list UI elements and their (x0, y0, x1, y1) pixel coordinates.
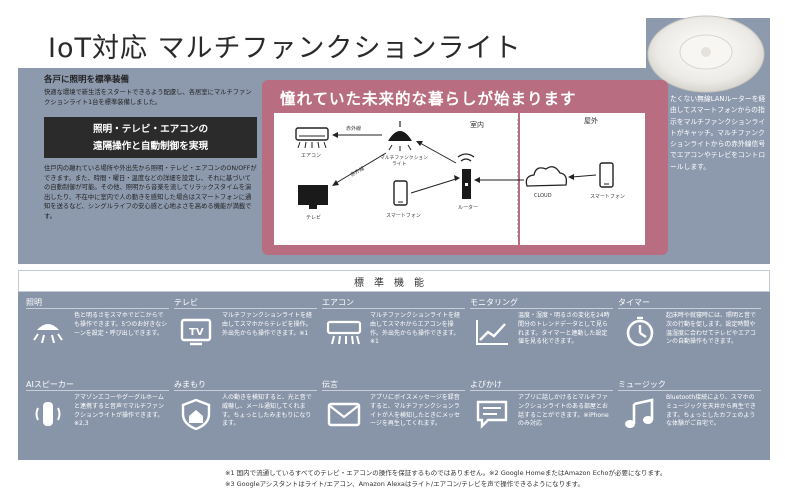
chat-bubble-icon (474, 398, 510, 430)
feature-description: マルチファンクションライトを経由してスマホからテレビを操作。外出先からも操作でき… (222, 312, 313, 337)
right-description: たくない無線LANルーターを経由してスマートフォンからの指示をマルチファンクショ… (670, 95, 766, 171)
detail-text: 住戸内の離れている場所や外出先から照明・テレビ・エアコンのON/OFFができます… (44, 165, 257, 220)
feature-divider (26, 308, 169, 309)
feature-divider (174, 390, 317, 391)
ceiling-light-icon (30, 316, 66, 348)
feature-cell: エアコンマルチファンクションライトを経由してスマホからエアコンを操作。外出先から… (322, 294, 465, 370)
light-label-1: マルチファンクション (380, 155, 428, 161)
router-icon (457, 153, 475, 199)
ceiling-lamp-image (647, 15, 765, 93)
tv-icon: TV (178, 316, 214, 348)
feature-label: みまもり (174, 380, 206, 389)
svg-text:TV: TV (189, 327, 204, 338)
feature-description: アプリにボイスメッセージを録音すると、マルチファンクションライトが人を検知したと… (370, 394, 461, 428)
feature-description: 人の動きを検知すると、光と音で威嚇し、メール通知してくれます。ちょっとしたみまも… (222, 394, 312, 428)
feature-description: Bluetooth接続により、スマホのミュージックを天井から再生できます。ちょっ… (666, 394, 756, 428)
feature-cell: 伝言アプリにボイスメッセージを録音すると、マルチファンクションライトが人を検知し… (322, 376, 465, 452)
tv-icon (298, 185, 328, 209)
intro-text: 快適な環境で新生活をスタートできるよう配慮し、各居室にマルチファンクションライト… (44, 89, 252, 106)
feature-divider (618, 390, 761, 391)
standard-features-label: 標準機能 (354, 278, 434, 289)
smartphone-outdoor-icon (599, 162, 614, 188)
feature-cell: AIスピーカーアマゾンエコーやグーグルホームと連携すると音声でマルチファンクショ… (26, 376, 169, 452)
feature-description: アプリに話しかけるとマルチファンクションライトのある部屋とお話することができます… (518, 394, 609, 428)
outdoor-label: 屋外 (584, 116, 598, 125)
aircon-label: エアコン (301, 153, 321, 159)
feature-cell: みまもり人の動きを検知すると、光と音で威嚇し、メール通知してくれます。ちょっとし… (174, 376, 317, 452)
feature-banner-line2: 遠隔操作と自動制御を実現 (92, 141, 209, 152)
feature-label: 伝言 (322, 380, 338, 389)
connection-diagram: 室内 屋外 エアコン テレビ (274, 113, 645, 245)
footnote-1: ※1 国内で流通しているすべてのテレビ・エアコンの操作を保証するものではありませ… (225, 469, 667, 477)
tv-label: テレビ (306, 214, 321, 221)
feature-label: ミュージック (618, 380, 666, 389)
feature-divider (470, 390, 613, 391)
feature-label: よびかけ (470, 380, 502, 389)
feature-description: 温度・湿度・明るさの変化を24時間分のトレンドデータとして見られます。タイマーと… (518, 312, 610, 346)
feature-label: タイマー (618, 298, 650, 307)
feature-cell: タイマー起床時や就寝時には、照明と音で次の行動を促します。設定時間や温湿度に合わ… (618, 294, 761, 370)
feature-description: マルチファンクションライトを経由してスマホからエアコンを操作。外出先からも操作で… (370, 312, 461, 346)
timer-icon (622, 316, 658, 348)
light-label-2: ライト (392, 161, 407, 167)
smart-speaker-icon (30, 398, 66, 430)
feature-description: 起床時や就寝時には、照明と音で次の行動を促します。設定時間や温湿度に合わせてテレ… (666, 312, 757, 346)
air-conditioner-icon (326, 316, 362, 348)
title-bar: IoT対応 マルチファンクションライト (18, 18, 646, 68)
message-icon (326, 398, 362, 430)
shield-home-icon (178, 398, 214, 431)
feature-description: アマゾンエコーやグーグルホームと連携すると音声でマルチファンクションライトが操作… (74, 394, 165, 428)
smartphone-indoor-label: スマートフォン (386, 213, 421, 219)
feature-divider (174, 308, 317, 309)
future-life-panel: 憧れていた未来的な暮らしが始まります 室内 屋外 エアコン (262, 80, 668, 255)
smartphone-outdoor-label: スマートフォン (590, 194, 625, 200)
indoor-label: 室内 (470, 120, 484, 129)
future-life-title: 憧れていた未来的な暮らしが始まります (280, 90, 577, 108)
top-panel: IoT対応 マルチファンクションライト 各戸に照明を標準装備 快適な環境で新生活… (18, 15, 770, 264)
feature-divider (470, 308, 613, 309)
features-grid: 照明色と明るさをスマホでどこからでも操作できます。5つのお好きなシーンを設定・呼… (18, 292, 770, 460)
footnote-2: ※3 Googleアシスタントはライト/エアコン、Amazon Alexaはライ… (225, 480, 585, 488)
standard-features-header: 標準機能 (18, 270, 770, 292)
feature-divider (322, 308, 465, 309)
feature-label: テレビ (174, 298, 198, 307)
line-graph-icon (474, 316, 510, 348)
music-note-icon (622, 398, 658, 430)
cloud-icon (525, 166, 568, 187)
multifunction-light-icon (388, 121, 412, 151)
router-label: ルーター (458, 204, 478, 211)
feature-banner-line1: 照明・テレビ・エアコンの (92, 124, 209, 135)
feature-label: AIスピーカー (26, 380, 74, 389)
feature-divider (26, 390, 169, 391)
intro-column: 各戸に照明を標準装備 快適な環境で新生活をスタートできるよう配慮し、各居室にマル… (44, 74, 257, 222)
cloud-label: CLOUD (534, 193, 552, 199)
feature-divider (618, 308, 761, 309)
feature-label: エアコン (322, 298, 354, 307)
feature-banner: 照明・テレビ・エアコンの 遠隔操作と自動制御を実現 (44, 117, 257, 158)
feature-cell: テレビ TV マルチファンクションライトを経由してスマホからテレビを操作。外出先から… (174, 294, 317, 370)
footnotes: ※1 国内で流通しているすべてのテレビ・エアコンの操作を保証するものではありませ… (225, 468, 781, 490)
intro-heading: 各戸に照明を標準装備 (44, 75, 130, 85)
feature-cell: よびかけアプリに話しかけるとマルチファンクションライトのある部屋とお話することが… (470, 376, 613, 452)
feature-divider (322, 390, 465, 391)
infrared-label-1: 赤外線 (346, 125, 361, 132)
feature-label: モニタリング (470, 298, 518, 307)
page-title: IoT対応 マルチファンクションライト (48, 33, 522, 64)
feature-cell: 照明色と明るさをスマホでどこからでも操作できます。5つのお好きなシーンを設定・呼… (26, 294, 169, 370)
feature-description: 色と明るさをスマホでどこからでも操作できます。5つのお好きなシーンを設定・呼び出… (74, 312, 168, 337)
feature-cell: モニタリング温度・湿度・明るさの変化を24時間分のトレンドデータとして見られます… (470, 294, 613, 370)
smartphone-indoor-icon (393, 180, 408, 206)
feature-label: 照明 (26, 298, 42, 307)
aircon-icon (295, 127, 329, 149)
